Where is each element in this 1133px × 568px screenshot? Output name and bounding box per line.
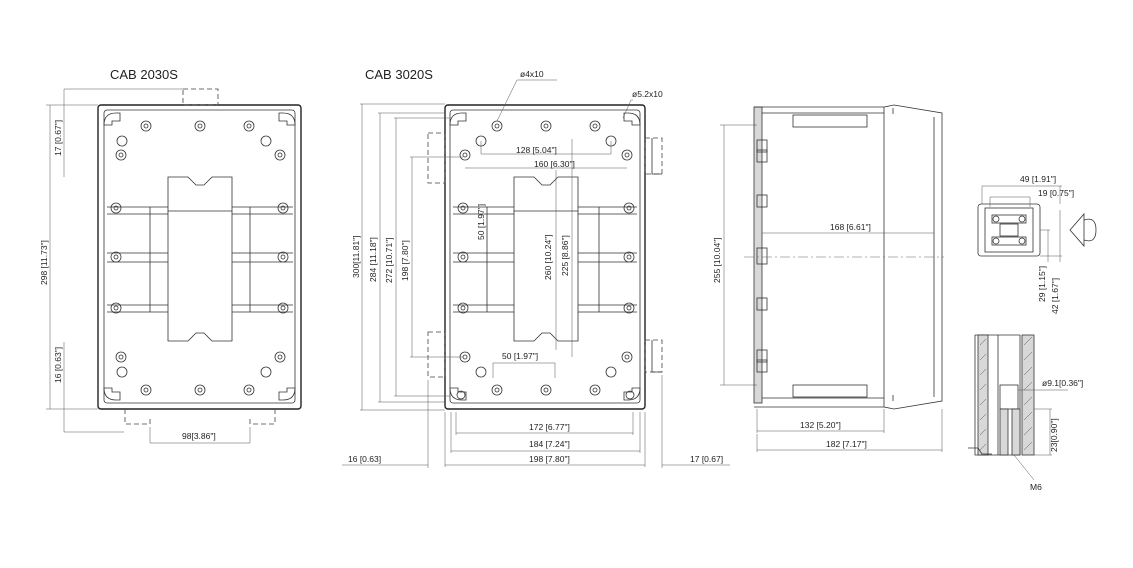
- mid-dim-300: 300[11.81"]: [351, 235, 361, 278]
- detail-dim-19: 19 [0.75"]: [1038, 188, 1074, 198]
- mid-dim-198-horizontal: 198 [7.80"]: [529, 454, 570, 464]
- mid-hole-b: ø5.2x10: [632, 89, 663, 99]
- detail-dim-23: 23[0.90"]: [1049, 418, 1059, 452]
- detail-dim-49: 49 [1.91"]: [1020, 174, 1056, 184]
- mid-dim-284: 284 [11.18"]: [368, 237, 378, 282]
- mid-dim-50-vertical: 50 [1.97"]: [476, 204, 486, 240]
- side-dim-168: 168 [6.61"]: [830, 222, 871, 232]
- side-dim-182: 182 [7.17"]: [826, 439, 867, 449]
- detail-dim-29: 29 [1.15"]: [1037, 266, 1047, 302]
- mid-dim-260: 260 [10.24"]: [543, 234, 553, 280]
- detail-dim-9-1: ø9.1[0.36"]: [1042, 378, 1083, 388]
- mid-dim-272: 272 [10.71"]: [384, 237, 394, 283]
- mid-dim-198-vertical: 198 [7.80"]: [400, 240, 410, 281]
- title-cab-3020s: CAB 3020S: [365, 67, 433, 82]
- side-dim-255: 255 [10.04"]: [712, 237, 722, 283]
- mid-dim-225: 225 [8.86"]: [560, 235, 570, 276]
- mid-dim-172: 172 [6.77"]: [529, 422, 570, 432]
- side-dim-132: 132 [5.20"]: [800, 420, 841, 430]
- left-dim-height: 298 [11.73"]: [39, 240, 49, 285]
- mid-dim-17: 17 [0.67]: [690, 454, 723, 464]
- mid-dim-160: 160 [6.30"]: [534, 159, 575, 169]
- middle-front-view: [342, 79, 730, 468]
- detail-dim-42: 42 [1.67"]: [1050, 278, 1060, 314]
- left-dim-bracket: 98[3.86"]: [182, 431, 216, 441]
- mid-dim-16: 16 [0.63]: [348, 454, 381, 464]
- title-cab-2030s: CAB 2030S: [110, 67, 178, 82]
- mid-dim-184: 184 [7.24"]: [529, 439, 570, 449]
- mid-dim-128: 128 [5.04"]: [516, 145, 557, 155]
- mid-hole-a: ø4x10: [520, 69, 544, 79]
- side-section-view: [720, 104, 944, 452]
- left-dim-bottom: 16 [0.63"]: [53, 347, 63, 383]
- left-front-view: [46, 88, 302, 444]
- detail-thread-m6: M6: [1030, 482, 1042, 492]
- screw-section-detail: [968, 334, 1068, 481]
- hinge-detail: [977, 185, 1097, 262]
- left-dim-top: 17 [0.67"]: [53, 120, 63, 156]
- mid-dim-50-horizontal: 50 [1.97"]: [502, 351, 538, 361]
